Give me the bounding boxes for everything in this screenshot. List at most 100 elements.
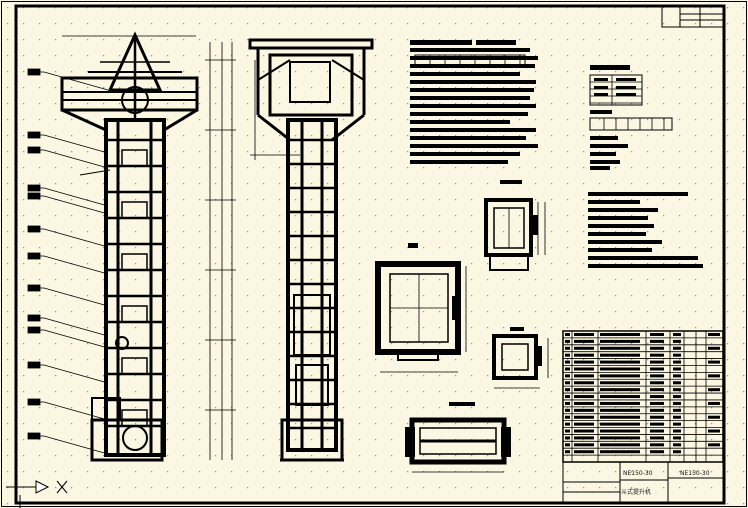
part-balloon bbox=[27, 131, 41, 139]
title-block-scale-note: NE150-30 bbox=[623, 470, 653, 477]
head-housing bbox=[268, 53, 354, 117]
head-platform bbox=[60, 76, 199, 112]
note-line-bar bbox=[588, 248, 652, 252]
param-wide-table bbox=[589, 117, 673, 131]
parts-row-code-bar bbox=[574, 450, 594, 454]
parts-row-note-bar bbox=[708, 388, 720, 392]
param-cell-bar bbox=[594, 78, 608, 81]
section-flange bbox=[489, 255, 529, 271]
param-table bbox=[589, 74, 643, 106]
parts-row-material-bar bbox=[673, 436, 681, 440]
param-heading-bar bbox=[590, 65, 630, 70]
leader-line bbox=[43, 71, 109, 91]
note-line-bar bbox=[410, 112, 528, 116]
parts-row-number-bar bbox=[565, 374, 570, 378]
section-view-c bbox=[492, 327, 549, 389]
parts-row-note-bar bbox=[708, 374, 720, 378]
leader-line bbox=[43, 401, 109, 421]
parts-row-number-bar bbox=[565, 388, 570, 392]
parts-row-qty-bar bbox=[650, 360, 664, 364]
head-housing-inner bbox=[289, 61, 331, 103]
parts-row-number-bar bbox=[565, 339, 570, 343]
leader-line bbox=[43, 134, 109, 154]
parts-row-name-bar bbox=[600, 360, 640, 364]
inspection-window bbox=[121, 201, 148, 219]
parts-row-number-bar bbox=[565, 436, 570, 440]
parts-row-code-bar bbox=[574, 367, 594, 371]
section-label-bar bbox=[510, 327, 524, 331]
parts-row-code-bar bbox=[574, 395, 594, 399]
parameter-table-block bbox=[589, 65, 673, 170]
platform-brace-right bbox=[163, 108, 198, 132]
section-flange bbox=[397, 351, 439, 361]
technical-notes-block bbox=[410, 40, 538, 164]
note-line-bar bbox=[588, 200, 640, 204]
parts-row-qty-bar bbox=[650, 408, 664, 412]
parts-row-note-bar bbox=[708, 429, 720, 433]
parts-row-number-bar bbox=[565, 381, 570, 385]
parts-row-material-bar bbox=[673, 429, 681, 433]
corner-stamp-block bbox=[661, 6, 724, 28]
parts-row-material-bar bbox=[673, 367, 681, 371]
parts-row-note-bar bbox=[708, 443, 720, 447]
note-line-bar bbox=[410, 120, 510, 124]
parts-row-material-bar bbox=[673, 388, 681, 392]
boot-section bbox=[90, 418, 164, 462]
note-heading-bar bbox=[476, 40, 516, 45]
note-line-bar bbox=[410, 72, 520, 76]
section-side-bar bbox=[536, 346, 542, 366]
param-line-bar bbox=[590, 144, 628, 148]
param-line-bar bbox=[590, 166, 610, 170]
inspection-window bbox=[121, 305, 148, 323]
note-line-bar bbox=[410, 48, 530, 52]
parts-row-qty-bar bbox=[650, 333, 664, 336]
part-balloon bbox=[27, 361, 41, 369]
elevator-front-elevation bbox=[248, 38, 374, 462]
leader-line bbox=[43, 317, 109, 337]
inlet-chute bbox=[91, 397, 121, 421]
parts-row-qty-bar bbox=[650, 367, 664, 371]
parts-row-material-bar bbox=[673, 353, 681, 357]
section-side-bar bbox=[532, 215, 538, 235]
parts-row-material-bar bbox=[673, 381, 681, 385]
parts-row-name-bar bbox=[600, 436, 640, 440]
part-balloon bbox=[27, 432, 41, 440]
parts-row-material-bar bbox=[673, 333, 681, 336]
note-line-bar bbox=[410, 96, 530, 100]
parts-row-qty-bar bbox=[650, 436, 664, 440]
param-cell-bar bbox=[616, 93, 636, 96]
leader-line bbox=[43, 187, 109, 207]
parts-row-code-bar bbox=[574, 401, 594, 405]
note-heading-bar bbox=[410, 40, 472, 45]
parts-row-number-bar bbox=[565, 450, 570, 454]
part-balloon bbox=[27, 146, 41, 154]
parts-row-qty-bar bbox=[650, 422, 664, 426]
parts-row-number-bar bbox=[565, 415, 570, 419]
inspection-window bbox=[121, 149, 148, 167]
title-block: NE150-30 斗式提升机 NE150-30 bbox=[562, 461, 724, 504]
parts-row-name-bar bbox=[600, 443, 640, 447]
leader-line bbox=[43, 364, 109, 384]
parts-row-qty-bar bbox=[650, 339, 664, 343]
note-line-bar bbox=[410, 56, 538, 60]
parts-row-material-bar bbox=[673, 346, 681, 350]
part-balloon bbox=[27, 284, 41, 292]
parts-row-code-bar bbox=[574, 415, 594, 419]
head-pulley bbox=[121, 86, 149, 114]
parts-row-code-bar bbox=[574, 346, 594, 350]
param-line-bar bbox=[590, 152, 616, 156]
section-view-b bbox=[375, 243, 467, 373]
parts-row-note-bar bbox=[708, 360, 720, 364]
parts-row-code-bar bbox=[574, 353, 594, 357]
param-line-bar bbox=[590, 136, 618, 140]
parts-row-name-bar bbox=[600, 374, 640, 378]
parts-row-material-bar bbox=[673, 415, 681, 419]
parts-row-qty-bar bbox=[650, 415, 664, 419]
parts-row-qty-bar bbox=[650, 374, 664, 378]
part-balloon bbox=[27, 398, 41, 406]
parts-row-number-bar bbox=[565, 395, 570, 399]
parts-row-number-bar bbox=[565, 401, 570, 405]
parts-row-code-bar bbox=[574, 360, 594, 364]
parts-row-number-bar bbox=[565, 346, 570, 350]
